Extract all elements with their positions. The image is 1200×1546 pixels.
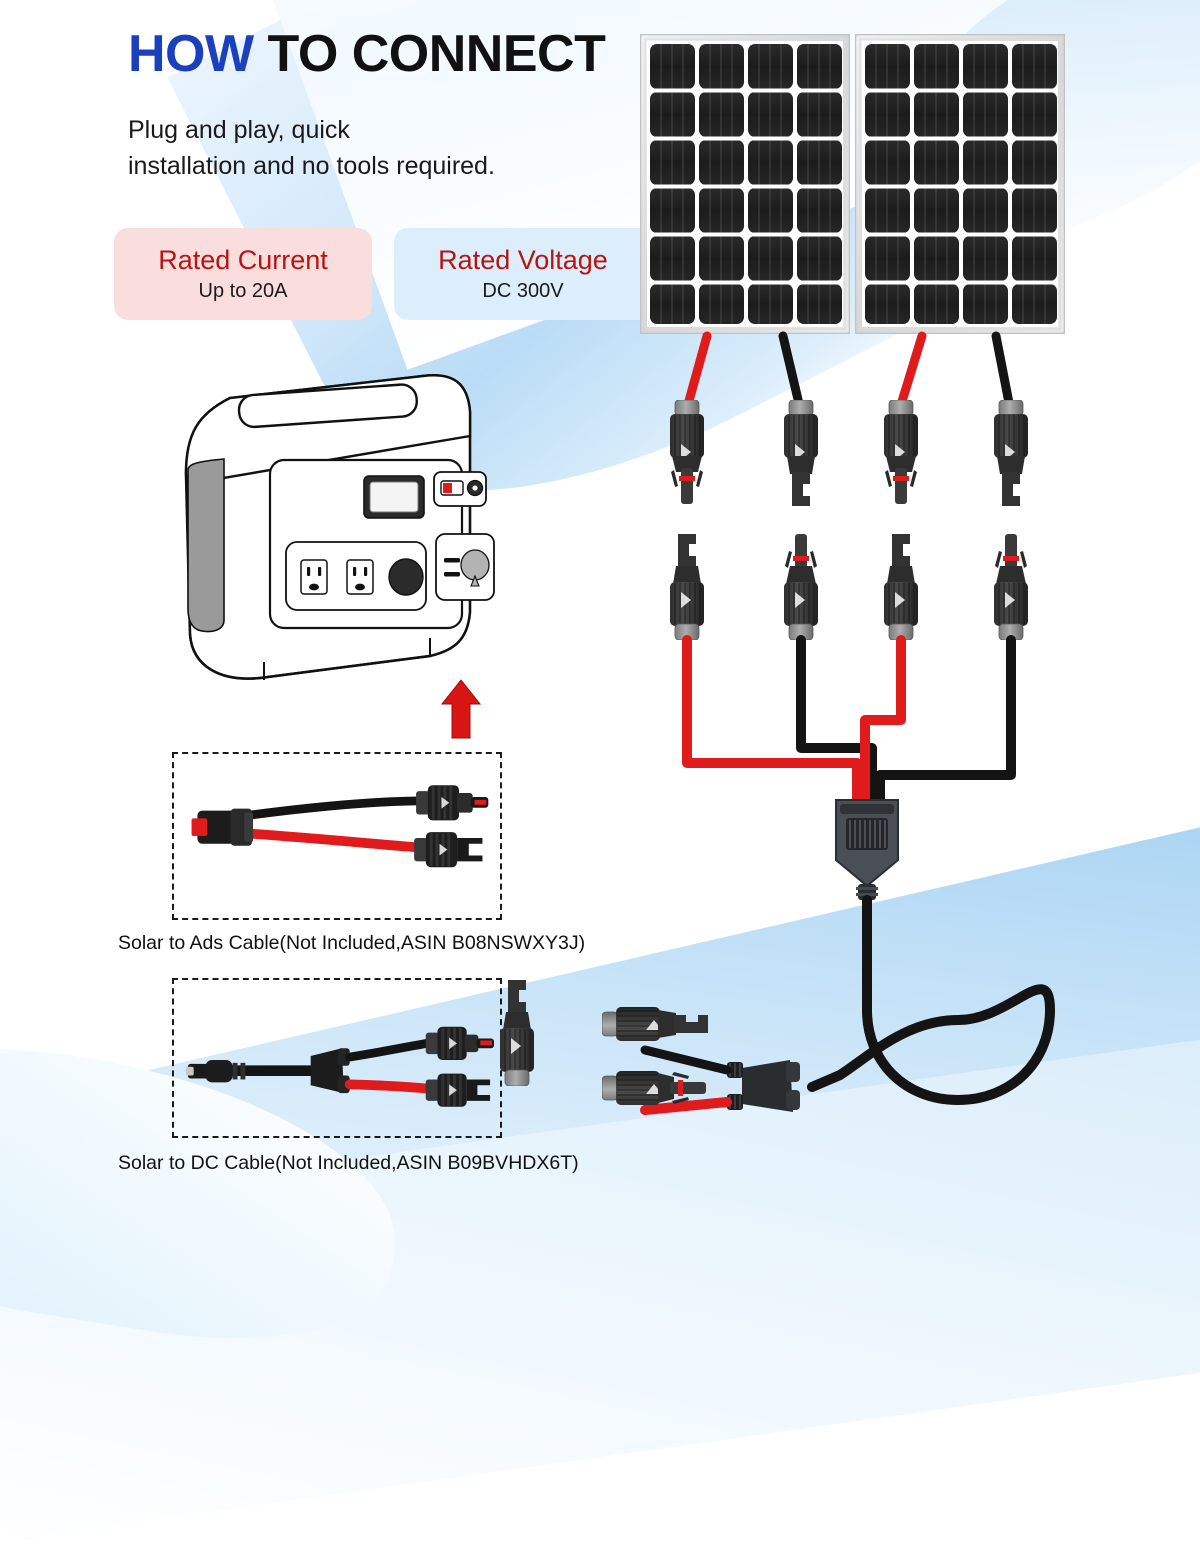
wire-harness	[682, 635, 1016, 805]
output-y-splitter	[640, 1045, 800, 1115]
mc4-connector-upper-3	[883, 400, 919, 505]
badge-rated-current-title: Rated Current	[158, 245, 328, 276]
panel-lead-wires	[682, 331, 1015, 413]
solar-panel-left	[640, 34, 850, 334]
badge-rated-voltage-value: DC 300V	[482, 279, 564, 302]
page-subtitle: Plug and play, quick installation and no…	[128, 112, 495, 185]
page-title-main: TO CONNECT	[267, 25, 606, 83]
mc4-connector-output-a	[602, 1006, 709, 1042]
mc4-connector-lower-3	[883, 533, 919, 640]
spec-badge-group: Rated Current Up to 20A Rated Voltage DC…	[114, 228, 652, 320]
mc4-connector-output-b	[602, 1070, 707, 1106]
subtitle-line-2: installation and no tools required.	[128, 152, 495, 181]
subtitle-line-1: Plug and play, quick	[128, 116, 350, 144]
dc-cable-illustration-box	[172, 978, 502, 1138]
dc-cable-caption: Solar to DC Cable(Not Included,ASIN B09B…	[118, 1152, 579, 1174]
page-title-accent: HOW	[128, 25, 268, 83]
mc4-connector-lower-1	[669, 533, 705, 640]
mc4-connector-lower-4	[993, 533, 1029, 640]
output-cable-loop	[807, 895, 1056, 1106]
mc4-connector-upper-2	[783, 400, 819, 507]
wiring-diagram	[499, 34, 1065, 1115]
badge-rated-current-value: Up to 20A	[198, 279, 288, 302]
mc4-connector-lower-2	[783, 533, 819, 640]
portable-power-station	[168, 362, 568, 692]
badge-rated-voltage-title: Rated Voltage	[438, 245, 608, 276]
mc4-connector-upper-1	[669, 400, 705, 505]
mc4-connector-output-female	[499, 979, 535, 1086]
solar-panel-right	[855, 34, 1065, 334]
mc4-connector-upper-4	[993, 400, 1029, 507]
ads-cable-illustration-box	[172, 752, 502, 920]
page-title: HOW TO CONNECT	[128, 25, 606, 83]
combiner-junction-block	[835, 799, 899, 900]
badge-rated-voltage: Rated Voltage DC 300V	[394, 228, 652, 320]
ads-cable-caption: Solar to Ads Cable(Not Included,ASIN B08…	[118, 932, 586, 954]
badge-rated-current: Rated Current Up to 20A	[114, 228, 372, 320]
connect-direction-arrow	[440, 678, 482, 740]
